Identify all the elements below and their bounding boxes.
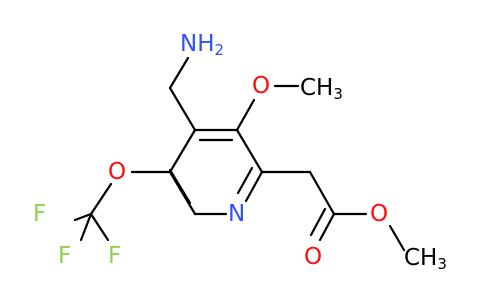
amine-label: NH2 xyxy=(180,31,224,59)
bond-c6-c5-double xyxy=(168,168,192,205)
bond-ch2-n xyxy=(168,56,190,90)
methoxy-o-label: O xyxy=(252,73,270,99)
trifluoromethoxy-group: O F F F xyxy=(33,159,172,269)
bond-c6-c5 xyxy=(168,170,197,216)
ester-o-single-label: O xyxy=(370,201,388,227)
bond-o-ch3-ester xyxy=(388,224,406,252)
pyridine-ring xyxy=(168,128,264,216)
bond-c4-ch2 xyxy=(168,86,197,132)
bond-ch2-c xyxy=(308,170,336,216)
bond-c2-n-double xyxy=(236,166,254,195)
bond-o-cf3 xyxy=(89,182,113,216)
f-right-label: F xyxy=(108,243,121,269)
ester-ch3-label: CH3 xyxy=(404,245,447,273)
f-left-label: F xyxy=(58,243,71,269)
bond-c2-n xyxy=(244,170,264,203)
methoxy-ch3-label: CH3 xyxy=(300,75,343,103)
bond-c-o-double-b xyxy=(309,207,327,237)
bond-cf3-f-left xyxy=(79,212,93,242)
ester-o-double-label: O xyxy=(304,244,322,270)
methyl-acetate-group: O CH3 O xyxy=(260,170,447,273)
bond-c5-c4 xyxy=(168,128,197,174)
bond-cf3-f-top xyxy=(73,212,93,222)
f-top-label: F xyxy=(33,201,46,227)
bond-c3-o xyxy=(235,98,256,132)
aminomethyl-group: NH2 xyxy=(168,31,224,132)
bond-c-o-double-a xyxy=(318,212,336,242)
bond-cf3-f-right xyxy=(89,212,110,242)
methoxy-group: O CH3 xyxy=(235,73,343,132)
bond-c3-c2 xyxy=(235,128,264,174)
ether-o-label: O xyxy=(108,159,126,185)
ring-n-label: N xyxy=(228,201,245,227)
